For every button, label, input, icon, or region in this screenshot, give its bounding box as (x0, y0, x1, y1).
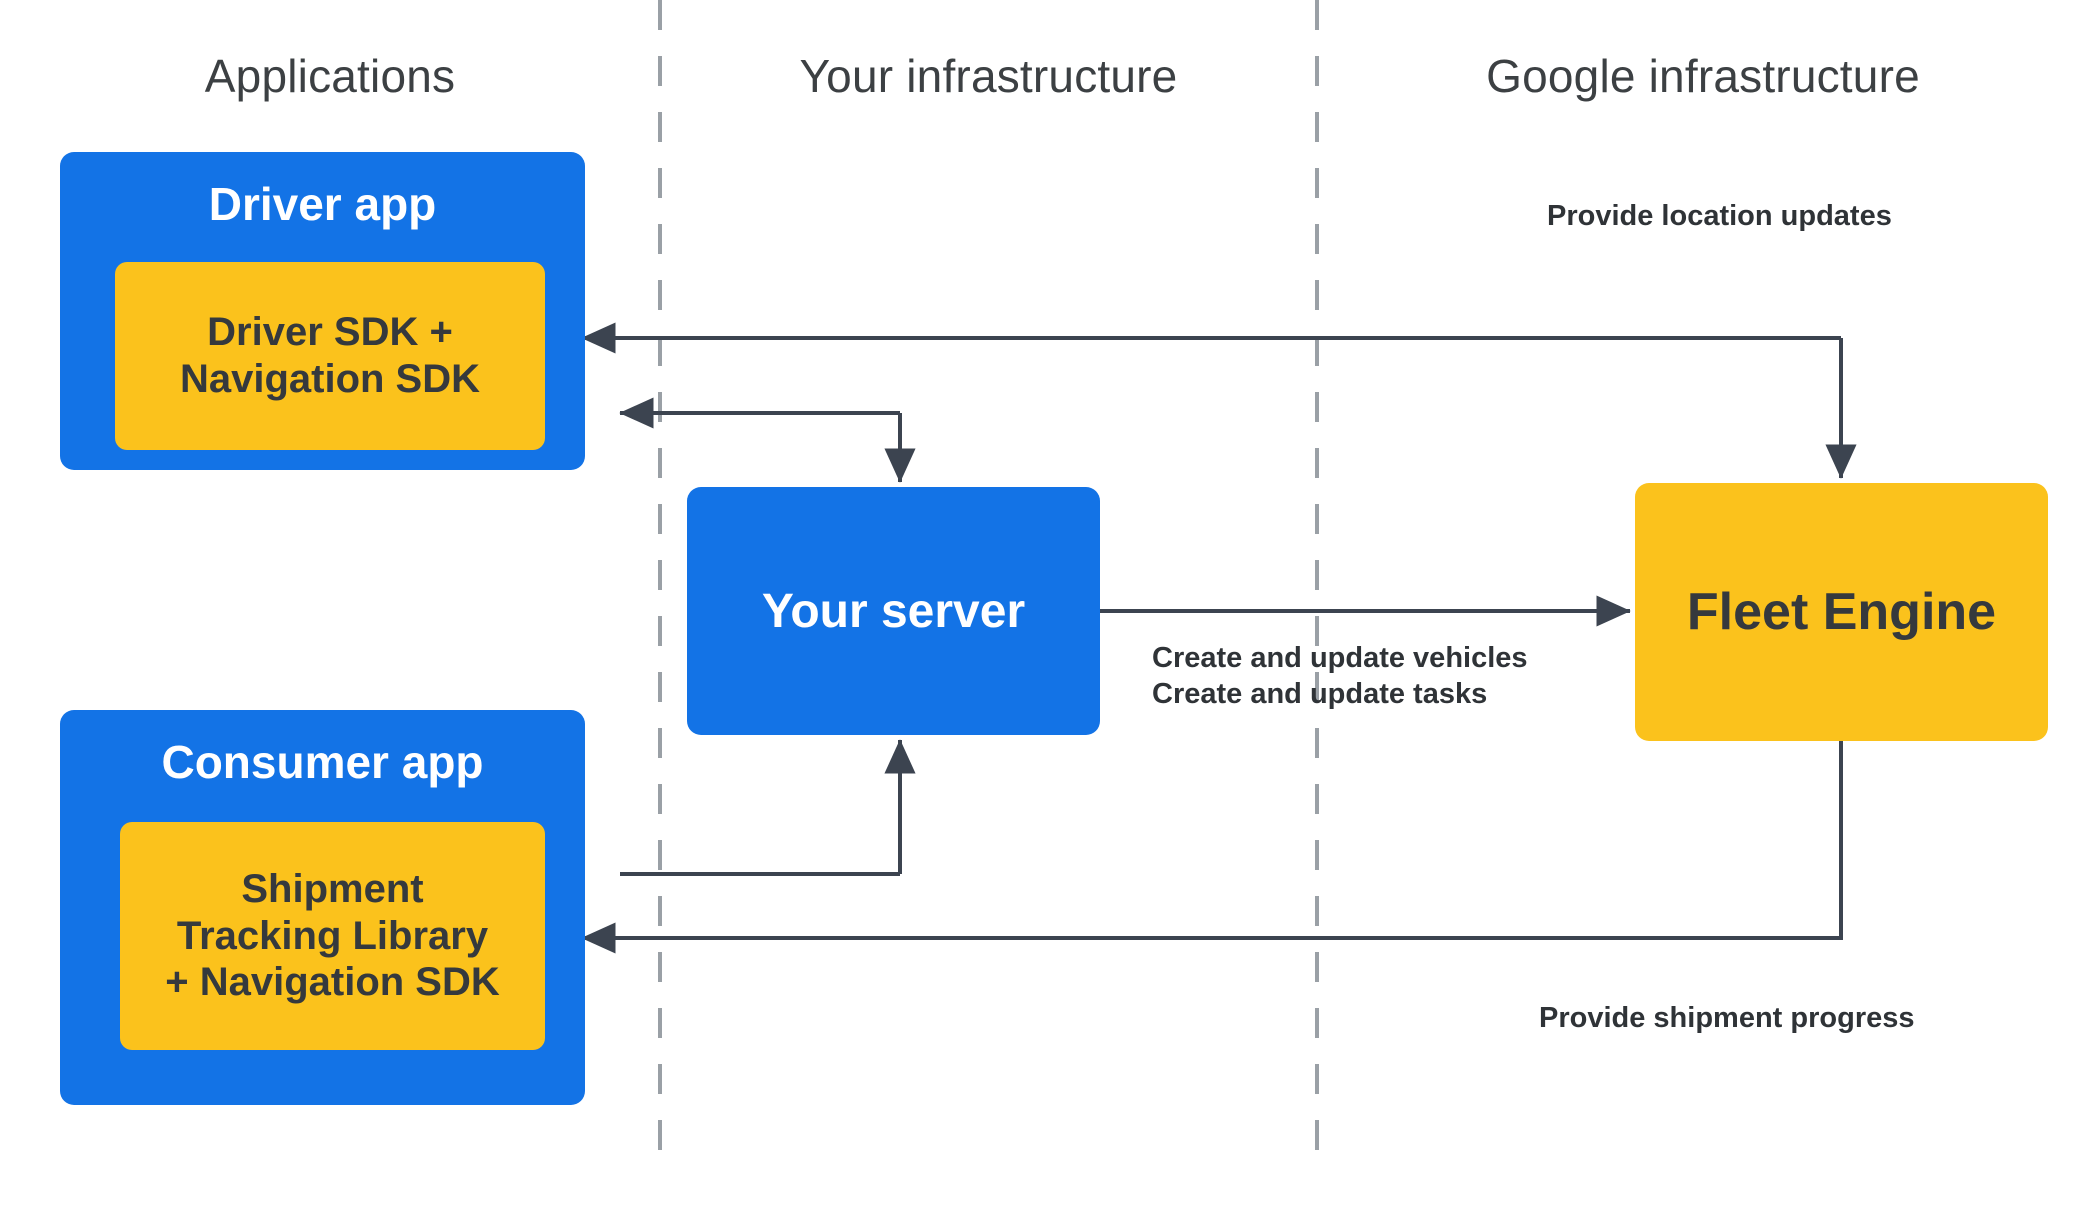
consumer-app-title: Consumer app (161, 736, 484, 788)
your-server-box[interactable]: Your server (687, 487, 1100, 735)
driver-app-title: Driver app (208, 178, 437, 230)
column-heading-google-infrastructure: Google infrastructure (1486, 50, 1920, 102)
your-server-label: Your server (761, 584, 1026, 638)
shipment-tracking-library-box[interactable]: Shipment Tracking Library + Navigation S… (120, 822, 545, 1050)
column-heading-applications: Applications (204, 50, 456, 102)
flow-label-provide-shipment-progress: Provide shipment progress (1539, 1002, 1915, 1034)
fleet-engine-box[interactable]: Fleet Engine (1635, 483, 2048, 741)
column-heading-your-infrastructure: Your infrastructure (799, 50, 1178, 102)
flow-label-provide-location-updates: Provide location updates (1547, 200, 1892, 232)
flow-label-create-and-update: Create and update vehicles Create and up… (1152, 642, 1528, 711)
consumer-app-container[interactable]: Consumer app Shipment Tracking Library +… (60, 710, 585, 1105)
driver-sdk-box[interactable]: Driver SDK + Navigation SDK (115, 262, 545, 450)
driver-app-container[interactable]: Driver app Driver SDK + Navigation SDK (60, 152, 585, 470)
shipment-tracking-library-label: Shipment Tracking Library + Navigation S… (165, 866, 500, 1005)
flow-provide-shipment-progress-path (581, 741, 1843, 954)
driver-sdk-label: Driver SDK + Navigation SDK (179, 310, 481, 401)
fleet-engine-label: Fleet Engine (1686, 583, 1997, 641)
